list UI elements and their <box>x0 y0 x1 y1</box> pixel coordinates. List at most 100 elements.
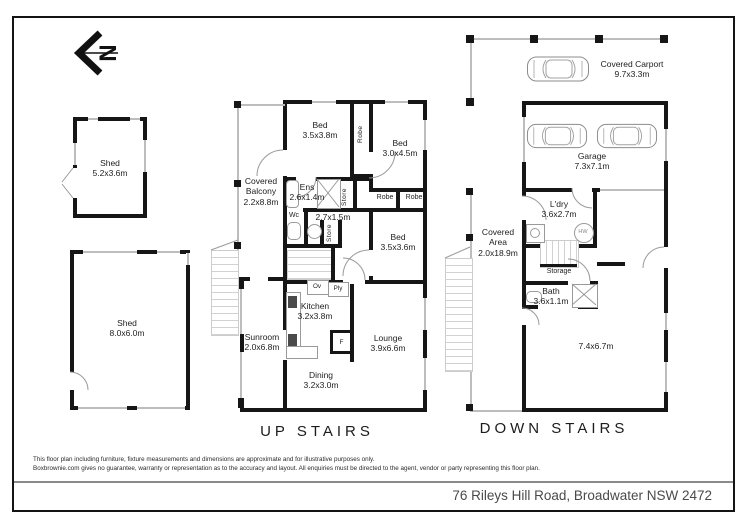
fridge-label: F <box>339 338 344 346</box>
wall-segment <box>350 284 354 362</box>
wall-segment <box>350 100 354 177</box>
shed1-outline <box>73 117 147 218</box>
window-line <box>523 117 525 162</box>
robe-tall-label: Robe <box>357 125 364 143</box>
upstairs-exterior-stairs <box>211 250 239 336</box>
oven-label: Ov <box>312 283 322 290</box>
post <box>530 35 538 43</box>
wall-segment <box>593 192 597 248</box>
cooktop-icon <box>288 296 297 308</box>
window-line <box>88 118 98 120</box>
wall-segment <box>522 101 526 117</box>
downstairs-exterior-stairs <box>445 258 473 372</box>
page-border <box>12 16 735 512</box>
toilet-icon <box>526 291 542 303</box>
wall-segment <box>369 276 373 282</box>
window-line <box>385 101 408 103</box>
wall-segment <box>369 178 373 190</box>
wall-segment <box>283 100 287 150</box>
wall-segment <box>350 174 373 178</box>
upstairs-title: UP STAIRS <box>260 423 374 440</box>
wall-segment <box>522 162 526 196</box>
window-line <box>157 251 180 253</box>
window-line <box>137 407 185 409</box>
wall-segment <box>240 277 250 281</box>
wall-segment <box>369 208 373 250</box>
post <box>234 101 241 108</box>
wall-segment <box>664 330 668 362</box>
wall-segment <box>664 101 668 129</box>
window-line <box>83 251 137 253</box>
window-line <box>240 352 242 398</box>
wall-segment <box>522 281 568 285</box>
window-line <box>470 410 522 412</box>
wall-segment <box>365 280 427 284</box>
footer-divider <box>14 481 733 483</box>
wall-segment <box>592 188 600 192</box>
north-arrow-icon: N <box>73 30 121 76</box>
upstairs-interior-stairs <box>287 250 333 280</box>
window-line <box>130 118 140 120</box>
post <box>466 404 473 411</box>
post <box>595 35 603 43</box>
post <box>234 242 241 249</box>
wall-segment <box>590 281 598 285</box>
wall-segment <box>540 264 577 267</box>
wall-segment <box>423 390 427 412</box>
store-top-label: Store <box>341 187 348 206</box>
window-line <box>470 38 472 102</box>
car-icon <box>527 56 589 82</box>
disclaimer-line2: Boxbrownie.com gives no guarantee, warra… <box>33 465 540 472</box>
laundry-tub-bowl <box>530 228 540 238</box>
disclaimer-line1: This floor plan including furniture, fix… <box>33 456 375 463</box>
post <box>466 234 473 241</box>
wall-segment <box>522 408 668 412</box>
storage-label: Storage <box>546 268 572 275</box>
car-icon <box>596 123 658 149</box>
wall-segment <box>522 188 572 192</box>
wall-segment <box>283 177 296 181</box>
shed2-outline <box>70 250 190 410</box>
hall-dims-label: 2.7x1.5m <box>315 212 351 222</box>
post <box>466 188 473 195</box>
post <box>234 180 241 187</box>
basin-icon <box>307 224 322 239</box>
hot-water-icon <box>574 223 594 243</box>
store-mid-label: Store <box>326 223 333 243</box>
window-line <box>240 289 242 334</box>
wall-segment <box>283 277 287 330</box>
wall-segment <box>664 392 668 412</box>
wall-segment <box>369 100 373 152</box>
north-letter: N <box>94 44 121 61</box>
window-line <box>665 129 667 161</box>
window-line <box>470 38 668 40</box>
wall-gap <box>73 168 77 198</box>
wall-segment <box>283 176 287 277</box>
window-line <box>78 407 127 409</box>
window-line <box>600 189 664 191</box>
window-line <box>144 140 146 172</box>
downstairs-title: DOWN STAIRS <box>479 420 629 437</box>
wall-segment <box>522 101 668 105</box>
window-line <box>187 253 189 265</box>
wall-segment <box>240 408 427 412</box>
fridge-box: F <box>330 330 350 354</box>
window-line <box>665 362 667 392</box>
wall-segment <box>331 248 335 282</box>
wall-segment <box>316 177 373 181</box>
wall-segment <box>320 220 324 248</box>
wall-segment <box>522 325 526 412</box>
post <box>238 398 244 408</box>
pantry-label: Ply <box>333 285 343 292</box>
wall-gap <box>70 372 74 390</box>
